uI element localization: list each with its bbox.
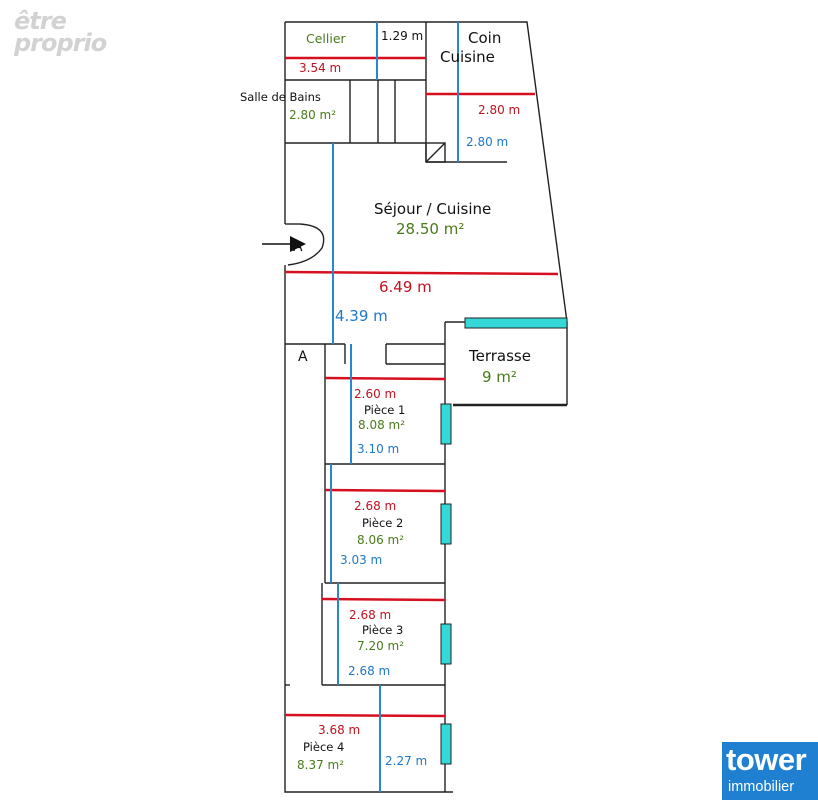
entrance-arrow-icon [262, 236, 306, 252]
width-line-piece3 [321, 597, 446, 602]
marker-a-top: A [298, 349, 308, 365]
piece3-width-dim: 2.68 m [349, 608, 392, 622]
watermark: être proprio [14, 7, 107, 57]
outer-wall [285, 21, 568, 405]
salle-de-bains-area: 2.80 m² [289, 108, 337, 122]
cellier-height-dim: 1.29 m [381, 29, 424, 43]
piece4-area: 8.37 m² [297, 758, 345, 772]
cellier-name: Cellier [306, 31, 346, 46]
window-piece2 [440, 503, 452, 545]
piece3-name: Pièce 3 [362, 623, 404, 637]
width-lines [284, 56, 559, 718]
sejour-width-dim: 6.49 m [379, 278, 432, 296]
piece2-width-dim: 2.68 m [354, 499, 397, 513]
walls [284, 21, 568, 793]
coin-cuisine-name-line2: Cuisine [440, 48, 495, 66]
sejour-name: Séjour / Cuisine [374, 200, 492, 218]
piece4-name: Pièce 4 [303, 740, 345, 754]
logo-line-1: tower [726, 742, 807, 777]
piece4-depth-dim: 2.27 m [385, 754, 428, 768]
coin-cuisine-name-line1: Coin [468, 29, 502, 47]
tower-immobilier-logo: tower immobilier [722, 742, 818, 800]
piece1-width-dim: 2.60 m [354, 387, 397, 401]
cellier-width-dim: 3.54 m [299, 61, 342, 75]
windows [440, 317, 568, 765]
width-line-piece4 [284, 713, 446, 718]
sejour-depth-dim: 4.39 m [335, 307, 388, 325]
width-line-piece2 [324, 488, 446, 493]
piece2-depth-dim: 3.03 m [340, 553, 383, 567]
terrasse-area: 9 m² [482, 368, 517, 386]
depth-lines [330, 22, 459, 792]
piece3-depth-dim: 2.68 m [348, 664, 391, 678]
marker-a-side: A [293, 239, 303, 255]
piece4-width-dim: 3.68 m [318, 723, 361, 737]
door-swing [287, 223, 325, 266]
coin-cuisine-width-dim: 2.80 m [478, 103, 521, 117]
sejour-area: 28.50 m² [396, 220, 465, 238]
window-piece4 [440, 723, 452, 765]
left-outer-wall-bottom [284, 265, 453, 793]
window-piece1 [440, 403, 452, 445]
window-terrace [464, 317, 568, 329]
width-line-piece1 [324, 376, 446, 381]
watermark-line-2: proprio [14, 29, 107, 57]
piece1-name: Pièce 1 [364, 403, 406, 417]
width-line-sejour [284, 270, 559, 276]
kitchen-corner-box [425, 142, 446, 163]
piece2-area: 8.06 m² [357, 533, 405, 547]
piece1-area: 8.08 m² [358, 418, 406, 432]
kitchen-corner-diagonal [425, 142, 446, 163]
logo-line-2: immobilier [728, 779, 795, 795]
window-piece3 [440, 623, 452, 665]
salle-de-bains-name: Salle de Bains [240, 90, 321, 104]
terrasse-name: Terrasse [469, 347, 531, 365]
piece3-area: 7.20 m² [357, 639, 405, 653]
watermark-line-1: être [14, 7, 67, 35]
coin-cuisine-height-dim: 2.80 m [466, 135, 509, 149]
piece2-name: Pièce 2 [362, 516, 404, 530]
piece1-depth-dim: 3.10 m [357, 442, 400, 456]
